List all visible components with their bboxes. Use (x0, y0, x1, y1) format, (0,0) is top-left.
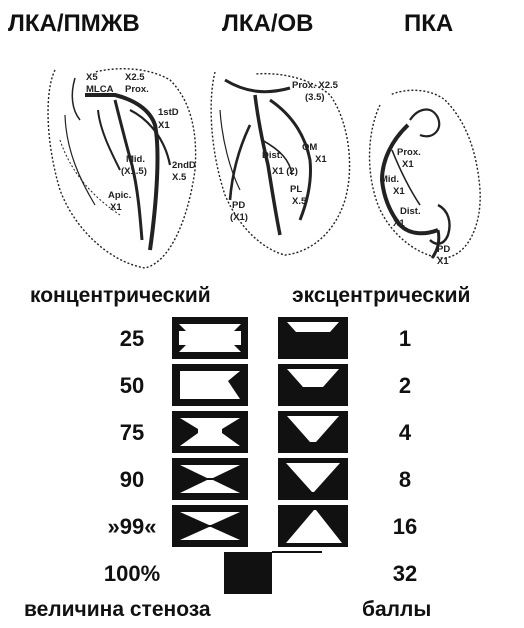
lad-ann: X2.5 (125, 72, 145, 83)
lad-ann: 1stD (158, 107, 179, 118)
rca-ann: X1 (402, 159, 414, 170)
lad-ann: Apic. (108, 190, 131, 201)
score-value: 16 (365, 514, 445, 540)
concentric-stenosis-75 (172, 411, 248, 453)
lcx-ann: Dist. (262, 150, 283, 161)
lcx-ann: Prox. X2.5 (292, 80, 339, 91)
eccentric-stenosis-16 (278, 505, 348, 547)
lcx-ann: PD (232, 200, 245, 211)
lad-ann: Prox. (125, 84, 149, 95)
lad-ann: MLCA (86, 84, 114, 95)
eccentric-stenosis-4 (278, 411, 348, 453)
lad-ann: X1 (110, 202, 122, 213)
score-value: 1 (365, 326, 445, 352)
concentric-stenosis-25 (172, 317, 248, 359)
heart-lcx-sketch (211, 72, 349, 255)
score-value: 8 (365, 467, 445, 493)
severity-value: 50 (92, 373, 172, 399)
severity-value: 25 (92, 326, 172, 352)
severity-value: »99« (92, 514, 172, 540)
lad-annotations: X5 MLCA X2.5 Prox. 1stD X1 Mid. (X1.5) 2… (86, 72, 196, 213)
concentric-stenosis-50 (172, 364, 248, 406)
eccentric-label: эксцентрический (292, 284, 470, 308)
concentric-stenosis-90 (172, 458, 248, 500)
severity-value: 100% (92, 561, 172, 587)
score-value: 2 (365, 373, 445, 399)
lcx-ann: (X1) (230, 212, 248, 223)
lcx-ann: X1 (315, 154, 327, 165)
lad-ann: X5 (86, 72, 98, 83)
eccentric-stenosis-2 (278, 364, 348, 406)
lcx-ann: X1 (2) (272, 166, 298, 177)
score-value: 32 (365, 561, 445, 587)
footer-score-label: баллы (362, 598, 431, 622)
rca-ann: Prox. (397, 147, 421, 158)
severity-value: 90 (92, 467, 172, 493)
eccentric-stenosis-8 (278, 458, 348, 500)
rca-ann: Dist. (400, 206, 421, 217)
concentric-stenosis-100 (224, 552, 322, 594)
rca-ann: X1 (393, 186, 405, 197)
rca-ann: X1 (393, 218, 405, 229)
lad-ann: X1 (158, 120, 170, 131)
lad-ann: X.5 (172, 172, 187, 183)
lcx-annotations: Prox. X2.5 (3.5) Dist. OM X1 X1 (2) PL X… (230, 80, 339, 223)
eccentric-stenosis-1 (278, 317, 348, 359)
lcx-ann: OM (302, 142, 317, 153)
lad-ann: Mid. (126, 154, 145, 165)
rca-ann: PD (437, 244, 450, 255)
concentric-label: концентрический (30, 284, 211, 308)
footer-severity-label: величина стеноза (24, 598, 211, 622)
lcx-ann: PL (290, 184, 302, 195)
score-value: 4 (365, 420, 445, 446)
rca-ann: Mid. (380, 174, 399, 185)
rca-ann: X1 (437, 256, 449, 267)
lad-ann: (X1.5) (121, 166, 147, 177)
lcx-ann: X.5 (292, 196, 307, 207)
concentric-stenosis-99 (172, 505, 248, 547)
lad-ann: 2ndD (172, 160, 196, 171)
lcx-ann: (3.5) (305, 92, 325, 103)
severity-value: 75 (92, 420, 172, 446)
